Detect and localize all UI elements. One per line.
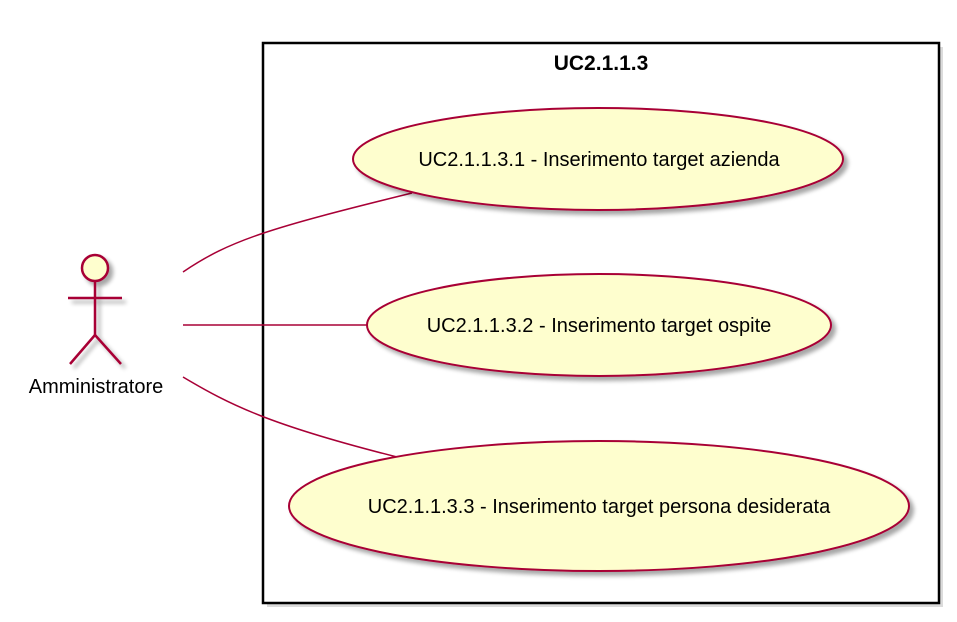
association-line-3 (182, 376, 398, 458)
use-case-label: UC2.1.1.3.2 - Inserimento target ospite (427, 315, 772, 337)
stick-figure-actor-icon (68, 253, 122, 365)
associations (182, 192, 413, 458)
actor-amministratore[interactable]: Amministratore (29, 253, 163, 398)
use-case-label: UC2.1.1.3.1 - Inserimento target azienda (418, 149, 780, 171)
use-case-1[interactable]: UC2.1.1.3.1 - Inserimento target azienda (352, 107, 844, 211)
use-case-2[interactable]: UC2.1.1.3.2 - Inserimento target ospite (366, 273, 832, 377)
system-boundary-title: UC2.1.1.3 (554, 52, 649, 75)
use-case-label: UC2.1.1.3.3 - Inserimento target persona… (368, 496, 831, 518)
use-case-3[interactable]: UC2.1.1.3.3 - Inserimento target persona… (288, 440, 910, 572)
actor-label: Amministratore (29, 376, 163, 398)
association-line-1 (182, 192, 413, 273)
